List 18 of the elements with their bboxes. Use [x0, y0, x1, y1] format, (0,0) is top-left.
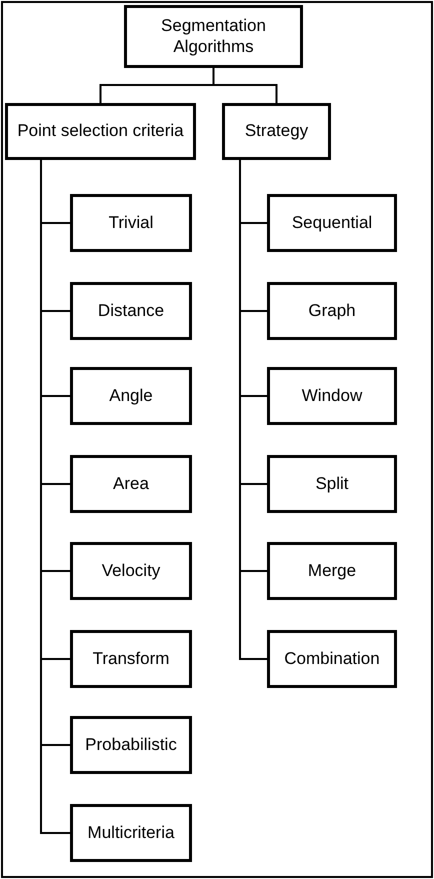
item-box: Split [267, 455, 397, 513]
item-box: Angle [70, 367, 192, 425]
item-box: Transform [70, 630, 192, 688]
item-box: Graph [267, 282, 397, 340]
item-box: Velocity [70, 542, 192, 600]
item-box: Probabilistic [70, 716, 192, 774]
item-box: Distance [70, 282, 192, 340]
category-box: Point selection criteria [5, 103, 196, 160]
connector-line [212, 68, 278, 103]
category-box: Strategy [222, 103, 331, 160]
item-box: Combination [267, 630, 397, 688]
item-box: Area [70, 455, 192, 513]
item-box: Merge [267, 542, 397, 600]
item-box: Trivial [70, 194, 192, 252]
item-box: Window [267, 367, 397, 425]
item-box: Sequential [267, 194, 397, 252]
item-box: Multicriteria [70, 804, 192, 862]
root-box: Segmentation Algorithms [124, 5, 303, 68]
